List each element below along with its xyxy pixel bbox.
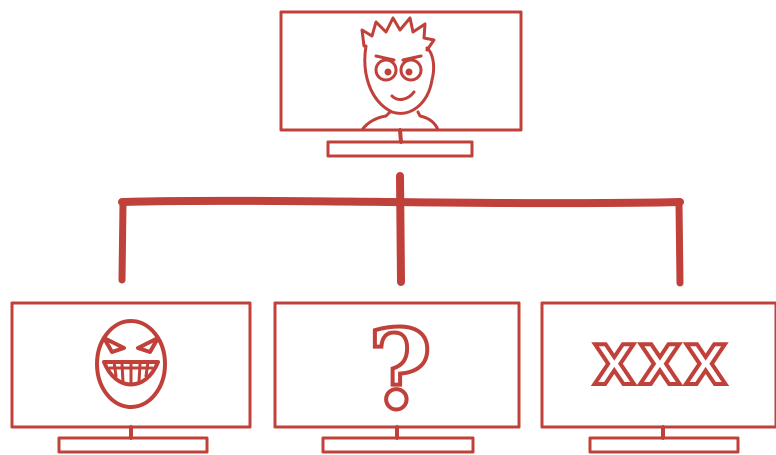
child-monitor-middle: ? [275,303,519,452]
sad-person-face-icon [362,18,438,130]
question-mark-icon: ? [368,305,432,434]
child-monitor-left [12,303,250,452]
top-monitor [281,12,521,156]
child-monitor-right: XXX [542,303,776,452]
xxx-rated-icon: XXX [594,334,731,397]
evil-grinning-face-icon [97,321,165,407]
tree-connectors [122,176,680,283]
